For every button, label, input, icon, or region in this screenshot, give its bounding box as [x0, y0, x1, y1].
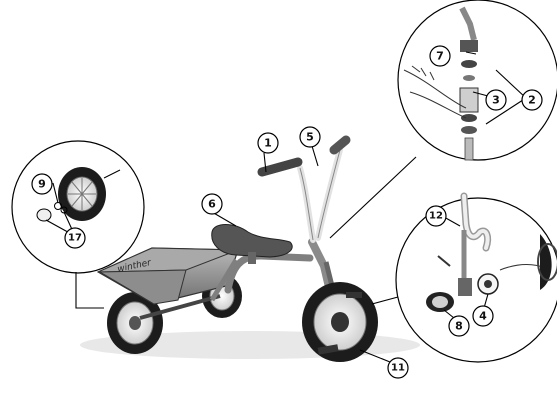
- detail-steering-head: [397, 0, 557, 161]
- front-wheel: [302, 282, 378, 362]
- callout-7: 7: [429, 45, 451, 67]
- svg-text:6: 6: [208, 198, 216, 211]
- callout-9: 9: [31, 173, 53, 195]
- detail-rear-wheel: [11, 140, 145, 274]
- callout-5: 5: [299, 126, 321, 148]
- callout-3: 3: [485, 89, 507, 111]
- frame-strut: [209, 258, 239, 302]
- callout-11: 11: [387, 357, 409, 379]
- main-frame: [224, 252, 314, 294]
- tricycle: winther: [96, 135, 378, 362]
- handlebar-grip-right: [329, 135, 351, 155]
- callout-17: 17: [64, 227, 86, 249]
- handlebar-grip-left: [257, 157, 303, 177]
- callout-1: 1: [257, 132, 279, 154]
- callout-12: 12: [425, 205, 447, 227]
- rear-wheel-left: [107, 292, 163, 354]
- callout-2: 2: [521, 89, 543, 111]
- svg-text:7: 7: [436, 50, 444, 63]
- svg-text:1: 1: [264, 137, 272, 150]
- svg-text:12: 12: [429, 211, 443, 222]
- callout-6: 6: [201, 193, 223, 215]
- svg-text:3: 3: [492, 94, 500, 107]
- callout-8: 8: [448, 315, 470, 337]
- detail-front-fork: [395, 192, 557, 363]
- svg-text:9: 9: [38, 178, 46, 191]
- pedal-front: [317, 344, 339, 355]
- svg-text:2: 2: [528, 94, 536, 107]
- svg-text:11: 11: [391, 363, 405, 374]
- svg-text:5: 5: [306, 131, 314, 144]
- rear-axle: [139, 294, 221, 320]
- callout-4: 4: [472, 305, 494, 327]
- pedal-back: [346, 292, 362, 298]
- svg-text:8: 8: [455, 320, 463, 333]
- tray: winther: [96, 247, 239, 305]
- svg-text:17: 17: [68, 233, 82, 244]
- svg-text:4: 4: [479, 310, 487, 323]
